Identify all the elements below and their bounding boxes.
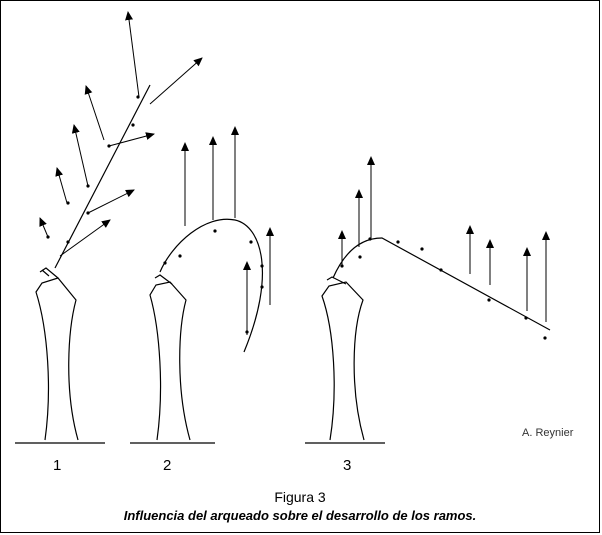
panel-label-2: 2 (163, 457, 172, 474)
panel-label-1: 1 (53, 457, 62, 474)
vine-trunk-3 (321, 276, 365, 441)
vine-trunk-2 (149, 274, 191, 441)
buds-2 (163, 229, 264, 334)
vine-trunk-1 (35, 267, 79, 441)
shoot-arrows-1 (39, 11, 203, 257)
figure-caption: Influencia del arqueado sobre el desarro… (123, 508, 477, 523)
cane-2 (159, 218, 263, 353)
shoot-arrows-3 (338, 156, 550, 322)
cane-1 (54, 84, 151, 269)
buds-3 (340, 237, 547, 340)
cane-3 (332, 237, 551, 331)
figure-number: Figura 3 (274, 489, 326, 505)
author-credit: A. Reynier (522, 427, 574, 439)
buds-1 (46, 95, 140, 244)
shoot-arrows-2 (181, 126, 274, 335)
panel-label-3: 3 (343, 457, 352, 474)
